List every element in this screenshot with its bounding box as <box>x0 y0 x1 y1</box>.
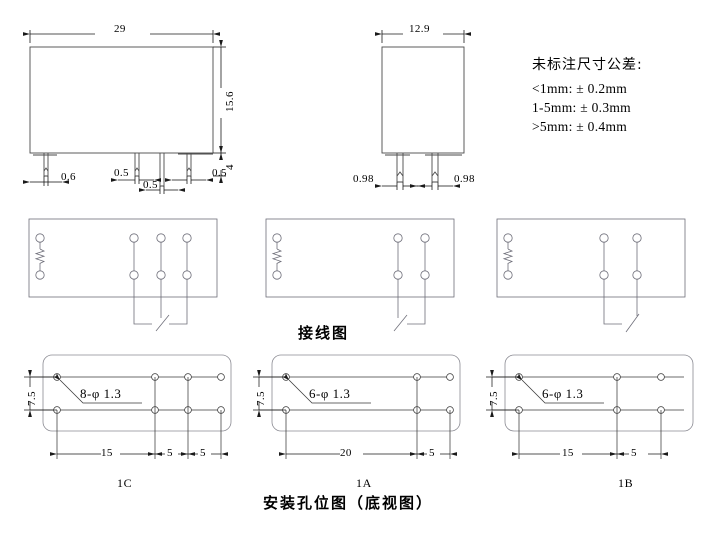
dim-label-side-pin-left: 0.98 <box>353 173 374 185</box>
hole-callout-1a: 6-φ 1.3 <box>309 386 351 401</box>
side-view-pins <box>385 153 462 183</box>
variant-label-1c: 1C <box>117 476 133 490</box>
dim-label-1c-pitch-v: 7.5 <box>26 391 38 406</box>
wiring-1b-graphics <box>496 218 686 333</box>
dim-side-pin-left <box>375 182 425 190</box>
front-view-body <box>29 46 214 154</box>
mounting-1c-leader <box>53 373 142 404</box>
dim-label-front-height: 15.6 <box>224 91 236 112</box>
dim-label-1c-pitch-h-1: 15 <box>101 447 113 459</box>
tolerance-note-line-2: 1-5mm: ± 0.3mm <box>532 100 631 115</box>
dim-label-1b-pitch-v: 7.5 <box>488 391 500 406</box>
dim-label-side-width: 12.9 <box>409 23 430 35</box>
mounting-section-caption: 安装孔位图（底视图） <box>263 494 434 512</box>
side-view-body <box>381 46 465 154</box>
mounting-1c-outline <box>42 354 232 432</box>
dim-label-1c-pitch-h-3: 5 <box>200 447 206 459</box>
wiring-1c-graphics <box>28 218 218 332</box>
dim-label-1a-pitch-v: 7.5 <box>255 391 267 406</box>
variant-label-1a: 1A <box>356 476 372 490</box>
dim-front-width <box>23 30 220 43</box>
dim-pin-w1 <box>23 176 69 186</box>
mounting-1c-holes <box>30 373 225 459</box>
mounting-1b-dim-v <box>486 370 519 417</box>
mounting-1a-leader <box>282 373 371 404</box>
dim-label-1b-pitch-h-1: 15 <box>562 447 574 459</box>
dim-label-pin-w4: 0.5 <box>212 167 227 179</box>
dim-label-side-pin-right: 0.98 <box>454 173 475 185</box>
dim-label-pin-w1: 0.6 <box>61 171 76 183</box>
tolerance-note-title: 未标注尺寸公差: <box>532 57 643 73</box>
tolerance-note-line-1: <1mm: ± 0.2mm <box>532 81 628 96</box>
dim-pin-w2 <box>111 176 161 184</box>
mounting-1b-holes <box>492 373 684 459</box>
dim-pin-w4 <box>165 176 213 184</box>
dim-side-width <box>375 30 471 43</box>
dim-label-pin-w2: 0.5 <box>114 167 129 179</box>
dim-label-1a-pitch-h-1: 20 <box>340 447 352 459</box>
hole-callout-1c: 8-φ 1.3 <box>80 386 122 401</box>
mounting-1a-holes <box>259 373 454 459</box>
wiring-1a-graphics <box>265 218 455 332</box>
tolerance-note-line-3: >5mm: ± 0.4mm <box>532 119 628 134</box>
dim-label-1c-pitch-h-2: 5 <box>167 447 173 459</box>
variant-label-1b: 1B <box>618 476 634 490</box>
dim-label-1b-pitch-h-2: 5 <box>631 447 637 459</box>
mounting-1c-dim-v <box>24 370 57 417</box>
hole-callout-1b: 6-φ 1.3 <box>542 386 584 401</box>
mounting-1b-outline <box>504 354 694 432</box>
dim-label-1a-pitch-h-2: 5 <box>429 447 435 459</box>
dim-label-front-width: 29 <box>114 23 126 35</box>
wiring-section-caption: 接线图 <box>298 324 350 342</box>
mounting-1a-dim-v <box>253 370 286 417</box>
dim-side-pin-right <box>410 182 460 190</box>
dim-label-pin-w3: 0.5 <box>143 179 158 191</box>
dim-pin-length <box>213 146 226 183</box>
mounting-1b-leader <box>515 373 604 404</box>
mounting-1a-outline <box>271 354 461 432</box>
dim-pin-w3 <box>139 186 185 194</box>
